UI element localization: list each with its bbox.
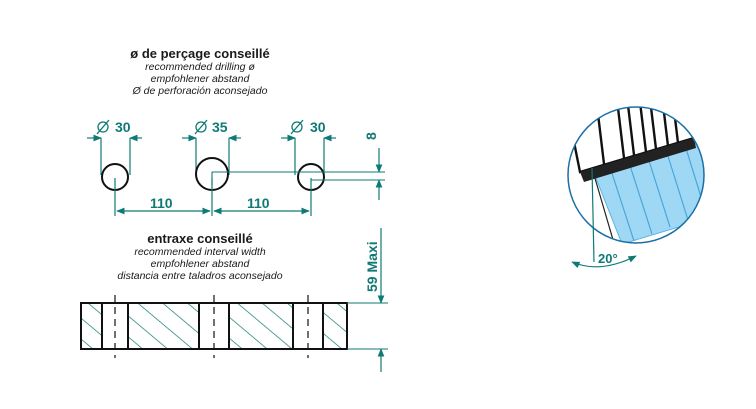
interval-title: entraxe conseillé	[147, 231, 253, 246]
interval-subtitle-en: recommended interval width	[134, 246, 266, 258]
offset-label: 8	[363, 132, 379, 140]
drilling-subtitle-es: Ø de perforación aconsejado	[132, 85, 268, 97]
offset-dimension	[211, 148, 385, 200]
max-depth-dimension	[347, 228, 388, 372]
max-depth-label: 59 Maxi	[364, 241, 380, 292]
spacing-2-label: 110	[247, 195, 270, 211]
hole-2-diameter-label: 35	[212, 119, 228, 135]
interval-subtitle-es: distancia entre taladros aconsejado	[117, 270, 283, 282]
spacing-dimension	[114, 178, 312, 216]
interval-subtitle-de: empfohlener abstand	[150, 258, 250, 270]
hole-3-diameter-label: 30	[310, 119, 326, 135]
spacing-1-label: 110	[150, 195, 173, 211]
drilling-title: ø de perçage conseillé	[130, 46, 270, 61]
section-view	[80, 295, 348, 358]
diameter-symbols	[96, 119, 304, 135]
angle-label: 20°	[598, 251, 618, 266]
drilling-subtitle-en: recommended drilling ø	[145, 61, 255, 73]
drilling-subtitle-de: empfohlener abstand	[150, 73, 250, 85]
detail-circle	[567, 106, 705, 269]
hole-1-diameter-label: 30	[115, 119, 131, 135]
